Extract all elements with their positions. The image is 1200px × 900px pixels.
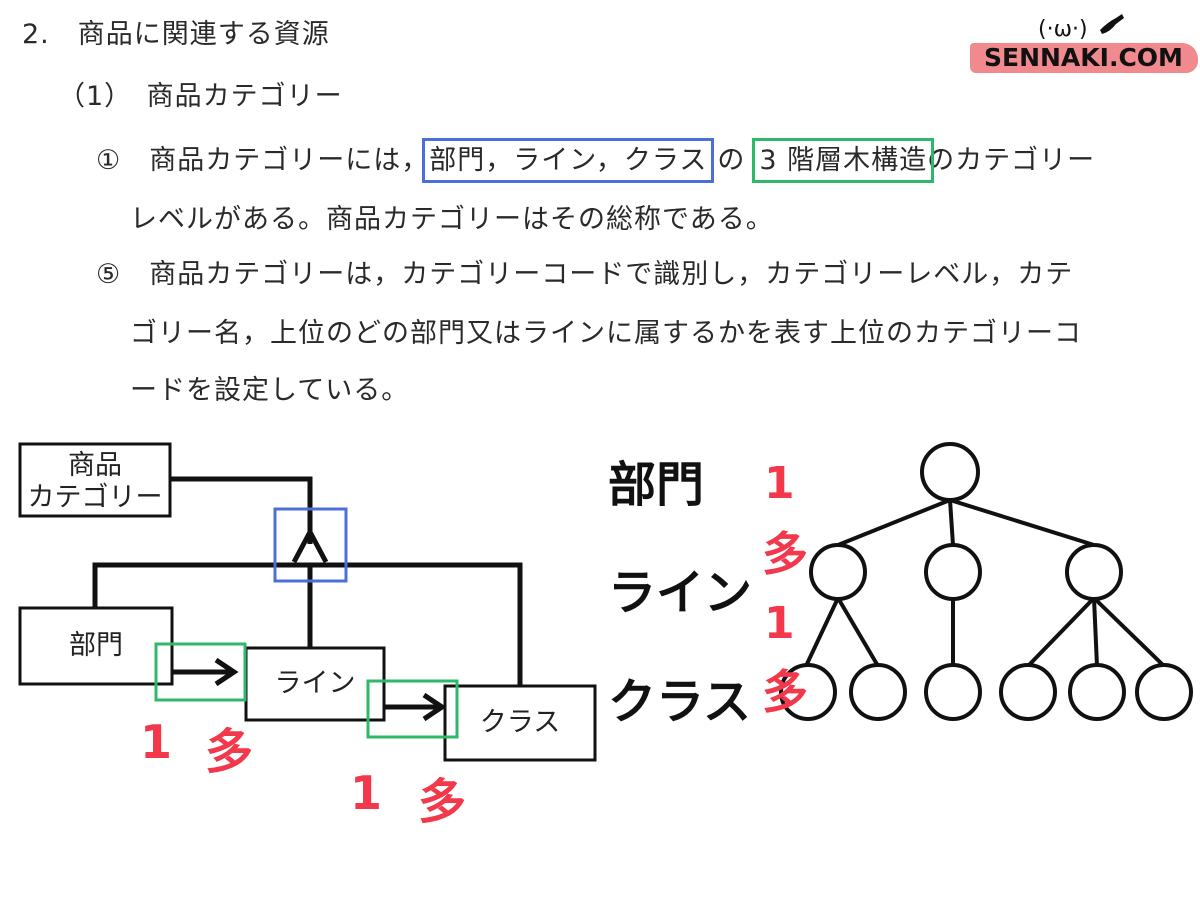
- tree-level-division: 部門: [608, 457, 705, 513]
- tree-line-many-label: 多: [762, 665, 808, 719]
- product-category-label-2: カテゴリー: [27, 482, 163, 513]
- class-label: クラス: [479, 707, 561, 738]
- division-line-many-label: 多: [205, 724, 254, 780]
- mascot-face-icon: (·ω·): [1038, 14, 1124, 42]
- paragraph-1-marker: ① 商品カテゴリーには，: [96, 145, 430, 176]
- generalization-lines: [92, 476, 523, 686]
- mascot-face-text: (·ω·): [1038, 17, 1088, 42]
- tree-edges: [804, 498, 1166, 668]
- paragraph-5-line-3: ードを設定している。: [130, 375, 410, 406]
- association-arrows: [172, 657, 447, 722]
- line-class-association-highlight: [366, 679, 459, 739]
- tree-line-one-label: 1: [764, 598, 795, 649]
- site-logo: (·ω·) SENNAKI.COM: [970, 10, 1198, 80]
- division-line-one-label: 1: [140, 715, 173, 769]
- logo-text: SENNAKI.COM: [984, 43, 1183, 72]
- product-category-label-1: 商品: [68, 450, 122, 481]
- paragraph-1-line-2: レベルがある。商品カテゴリーはその総称である。: [130, 204, 774, 235]
- paragraph-1-tail: のカテゴリー: [927, 145, 1096, 176]
- tree-division-one-label: 1: [764, 458, 795, 509]
- line-class-many-label: 多: [418, 774, 467, 830]
- line-label: ライン: [274, 668, 356, 699]
- paragraph-5-line-2: ゴリー名，上位のどの部門又はラインに属するかを表す上位のカテゴリーコ: [130, 318, 1082, 349]
- paragraph-5-line-1: ⑤ 商品カテゴリーは，カテゴリーコードで識別し，カテゴリーレベル，カテ: [96, 259, 1074, 290]
- logo-brush-band: [970, 43, 1198, 73]
- section-heading: 2. 商品に関連する資源: [22, 19, 330, 50]
- inheritance-highlight-box: [273, 507, 348, 583]
- division-label: 部門: [69, 630, 123, 661]
- paragraph-1-particle: の: [717, 145, 746, 176]
- division-box: [18, 606, 174, 686]
- tree-division-many-label: 多: [762, 527, 808, 581]
- generalization-arrowhead: [291, 526, 329, 564]
- tree-level-class: クラス: [608, 674, 752, 730]
- class-box: [443, 684, 597, 762]
- tree-level-line: ライン: [608, 565, 753, 621]
- tree-nodes: [779, 442, 1193, 721]
- line-class-one-label: 1: [350, 766, 383, 820]
- product-category-box: [18, 442, 172, 518]
- hierarchy-levels-highlight: 部門，ライン，クラス: [422, 138, 715, 183]
- division-line-association-highlight: [154, 642, 247, 702]
- tree-structure-highlight: 3 階層木構造: [752, 138, 935, 183]
- subsection-heading: （1） 商品カテゴリー: [58, 81, 343, 112]
